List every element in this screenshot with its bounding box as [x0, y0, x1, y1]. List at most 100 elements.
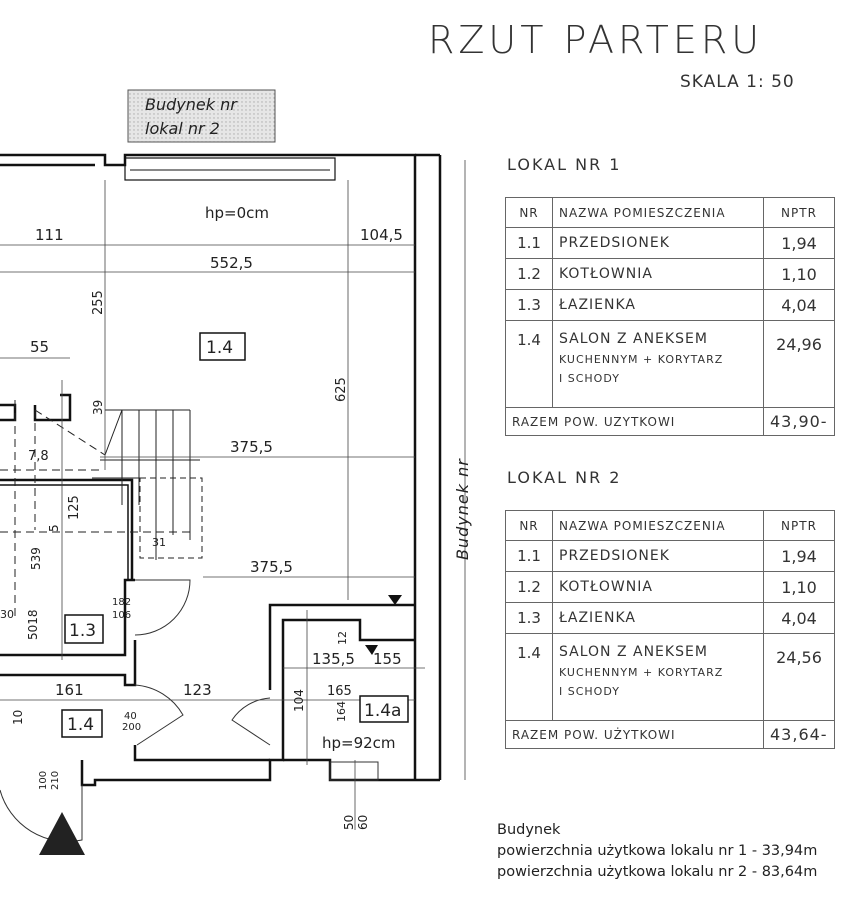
dim-label: 125: [67, 495, 82, 520]
dim-label: 30: [0, 608, 14, 621]
summary-line: powierzchnia użytkowa lokalu nr 2 - 83,6…: [497, 864, 818, 880]
dim-label: 55: [30, 338, 49, 356]
height-label: hp=0cm: [205, 204, 269, 222]
dim-label: 200: [122, 722, 141, 733]
table-row: 1.4 SALON Z ANEKSEM KUCHENNYM + KORYTARZ…: [505, 320, 835, 408]
lokal-2-title: LOKAL NR 2: [507, 468, 622, 487]
dim-label: 155: [373, 650, 402, 668]
cell-name: ŁAZIENKA: [552, 289, 764, 321]
lokal-2-table: NR NAZWA POMIESZCZENIA NPTR 1.1 PRZEDSIO…: [505, 510, 835, 749]
dim-label: 31: [152, 536, 166, 549]
dim-label: 60: [356, 815, 370, 830]
total-value: 43,64-: [763, 720, 835, 749]
table-row: 1.3 ŁAZIENKA 4,04: [505, 602, 835, 634]
cell-value: 4,04: [763, 602, 835, 634]
table-row: 1.2 KOTŁOWNIA 1,10: [505, 258, 835, 290]
summary-heading: Budynek: [497, 822, 561, 838]
cell-name: PRZEDSIONEK: [552, 227, 764, 259]
dim-label: 375,5: [250, 558, 293, 576]
cell-value: 24,96: [763, 320, 835, 408]
cell-name: SALON Z ANEKSEM KUCHENNYM + KORYTARZ I S…: [552, 633, 764, 721]
dimension-lines: [0, 160, 466, 830]
door-14a: [231, 697, 271, 746]
dim-label: 111: [35, 226, 64, 244]
lokal-1-table: NR NAZWA POMIESZCZENIA NPTR 1.1 PRZEDSIO…: [505, 197, 835, 436]
room-tag-1-4-bottom: 1.4: [67, 715, 94, 735]
total-label: RAZEM POW. UŻYTKOWI: [505, 720, 764, 749]
dim-label: 161: [55, 681, 84, 699]
floor-plan: Budynek nr lokal nr 2: [0, 89, 472, 855]
cell-name: KOTŁOWNIA: [552, 571, 764, 603]
name-line: SALON Z ANEKSEM: [559, 331, 708, 347]
table-header-row: NR NAZWA POMIESZCZENIA NPTR: [505, 197, 835, 228]
total-value: 43,90-: [763, 407, 835, 436]
dim-label: 165: [327, 684, 352, 699]
name-line: KUCHENNYM + KORYTARZ: [559, 353, 724, 366]
cell-name: SALON Z ANEKSEM KUCHENNYM + KORYTARZ I S…: [552, 320, 764, 408]
table-row: 1.3 ŁAZIENKA 4,04: [505, 289, 835, 321]
cell-name: KOTŁOWNIA: [552, 258, 764, 290]
cell-nr: 1.1: [505, 227, 553, 259]
cell-value: 1,94: [763, 540, 835, 572]
staircase: [0, 400, 203, 620]
dim-label: 164: [335, 701, 348, 722]
name-line: I SCHODY: [559, 685, 620, 698]
dim-label: 100: [38, 771, 49, 790]
room-tags: 1.4 1.3 1.4 1.4a: [61, 332, 409, 738]
cell-nr: 1.2: [505, 571, 553, 603]
building-label: Budynek nr: [145, 95, 238, 114]
dim-label: 182: [112, 597, 131, 608]
cell-name: ŁAZIENKA: [552, 602, 764, 634]
dim-label: 135,5: [312, 650, 355, 668]
name-line: KUCHENNYM + KORYTARZ: [559, 666, 724, 679]
dim-label: 39: [91, 400, 105, 415]
room-tag-1-3: 1.3: [69, 621, 96, 641]
room-tag-1-4a: 1.4a: [364, 701, 401, 721]
dim-label: 123: [183, 681, 212, 699]
table-row: 1.2 KOTŁOWNIA 1,10: [505, 571, 835, 603]
dim-label: 104,5: [360, 226, 403, 244]
dim-label: 539: [29, 547, 43, 570]
table-row: 1.1 PRZEDSIONEK 1,94: [505, 227, 835, 259]
table-header-row: NR NAZWA POMIESZCZENIA NPTR: [505, 510, 835, 541]
window-bottom: [329, 761, 379, 781]
unit-label: lokal nr 2: [145, 119, 220, 138]
room-tag-1-4: 1.4: [206, 338, 233, 358]
dim-label: 50: [342, 815, 356, 830]
summary-line: powierzchnia użytkowa lokalu nr 1 - 33,9…: [497, 843, 818, 859]
cell-value: 24,56: [763, 633, 835, 721]
dim-label: 375,5: [230, 438, 273, 456]
name-line: SALON Z ANEKSEM: [559, 644, 708, 660]
cell-nr: 1.4: [505, 633, 553, 721]
header-nr: NR: [505, 197, 553, 228]
cell-name: PRZEDSIONEK: [552, 540, 764, 572]
section-marker-icon: [365, 645, 378, 655]
cell-value: 1,94: [763, 227, 835, 259]
cell-nr: 1.3: [505, 602, 553, 634]
cell-value: 1,10: [763, 258, 835, 290]
dim-label: 625: [334, 377, 349, 402]
dim-label: 7,8: [28, 449, 49, 464]
header-value: NPTR: [763, 510, 835, 541]
cell-value: 1,10: [763, 571, 835, 603]
window: [124, 157, 336, 181]
lokal-1-title: LOKAL NR 1: [507, 155, 622, 174]
door-corridor: [134, 684, 184, 746]
dim-label: 552,5: [210, 254, 253, 272]
table-row: 1.1 PRZEDSIONEK 1,94: [505, 540, 835, 572]
dim-label: 106: [112, 610, 131, 621]
dim-label: 40: [124, 711, 137, 722]
dim-label: 5: [47, 524, 61, 532]
drawing-scale: SKALA 1: 50: [680, 72, 795, 92]
door-bathroom: [134, 579, 191, 636]
cell-value: 4,04: [763, 289, 835, 321]
cell-nr: 1.3: [505, 289, 553, 321]
header-nr: NR: [505, 510, 553, 541]
cell-nr: 1.2: [505, 258, 553, 290]
dim-label: 255: [91, 290, 106, 315]
building-side-label: Budynek nr: [453, 458, 472, 560]
header-value: NPTR: [763, 197, 835, 228]
dim-label: 104: [292, 689, 306, 712]
dim-label: 12: [336, 631, 349, 645]
cell-nr: 1.4: [505, 320, 553, 408]
